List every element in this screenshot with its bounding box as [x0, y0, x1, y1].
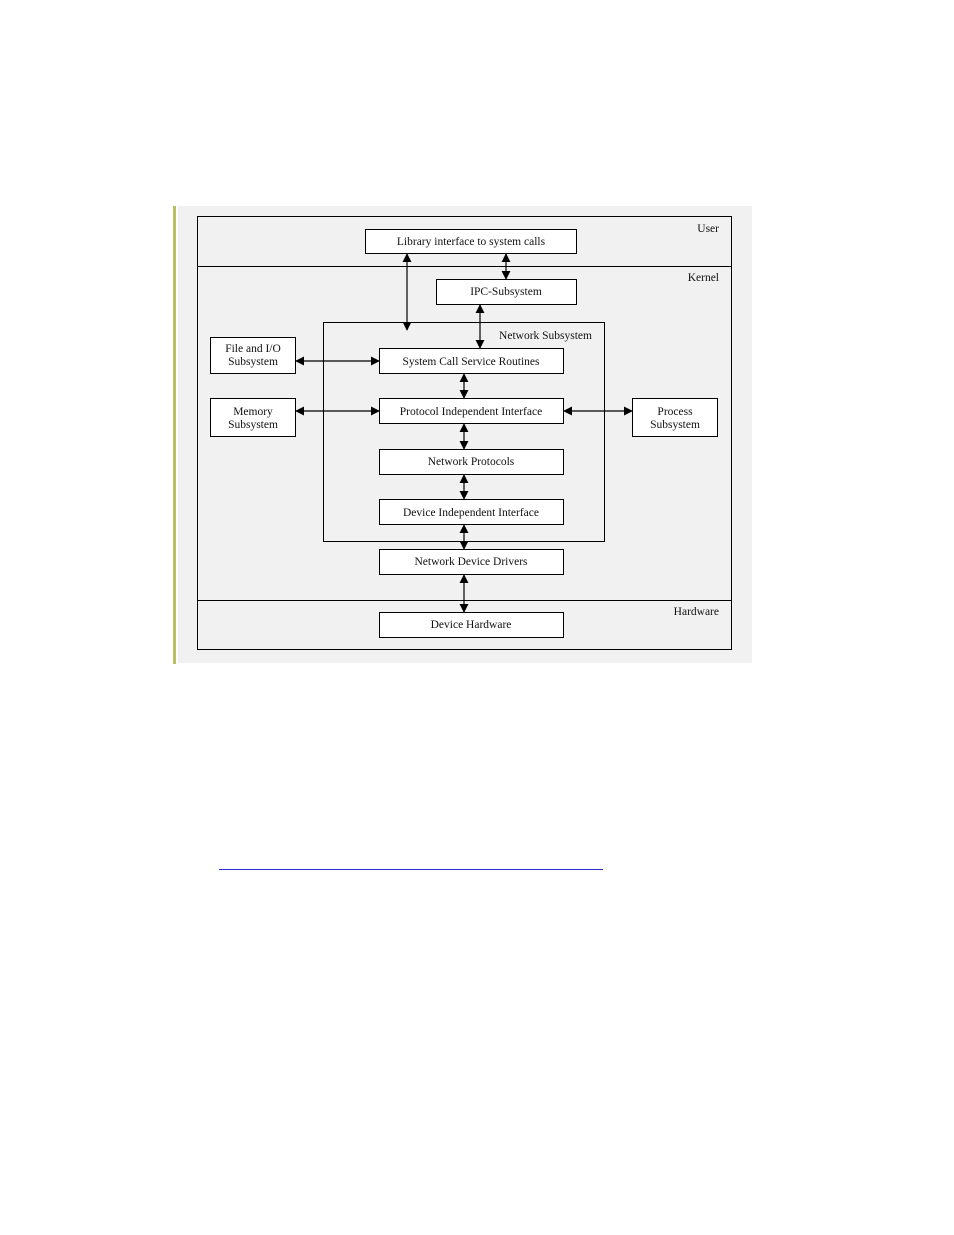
- device-hardware-label: Device Hardware: [431, 619, 512, 631]
- memory-label-line1: Memory: [233, 406, 273, 418]
- zone-label-user: User: [697, 223, 719, 235]
- memory-subsystem-box: Memory Subsystem: [211, 399, 296, 437]
- ipc-subsystem-label: IPC-Subsystem: [470, 286, 542, 298]
- library-interface-label: Library interface to system calls: [397, 236, 546, 248]
- network-device-drivers-box: Network Device Drivers: [380, 550, 564, 575]
- device-independent-interface-label: Device Independent Interface: [403, 507, 539, 519]
- memory-label-line2: Subsystem: [228, 419, 278, 431]
- network-subsystem-label: Network Subsystem: [499, 330, 592, 342]
- network-protocols-box: Network Protocols: [380, 450, 564, 475]
- process-label-line2: Subsystem: [650, 419, 700, 431]
- zone-label-hardware: Hardware: [674, 606, 719, 618]
- network-protocols-label: Network Protocols: [428, 456, 515, 468]
- zone-label-kernel: Kernel: [688, 272, 719, 284]
- system-call-routines-label: System Call Service Routines: [402, 356, 540, 368]
- protocol-independent-interface-label: Protocol Independent Interface: [400, 406, 542, 418]
- file-io-label-line1: File and I/O: [225, 343, 281, 355]
- device-hardware-box: Device Hardware: [380, 613, 564, 638]
- library-interface-box: Library interface to system calls: [366, 230, 577, 254]
- network-device-drivers-label: Network Device Drivers: [414, 556, 528, 568]
- file-io-label-line2: Subsystem: [228, 356, 278, 368]
- hyperlink-underline[interactable]: [219, 869, 603, 870]
- protocol-independent-interface-box: Protocol Independent Interface: [380, 399, 564, 424]
- ipc-subsystem-box: IPC-Subsystem: [437, 280, 577, 305]
- system-call-routines-box: System Call Service Routines: [380, 349, 564, 374]
- process-subsystem-box: Process Subsystem: [633, 399, 718, 437]
- file-io-subsystem-box: File and I/O Subsystem: [211, 338, 296, 374]
- process-label-line1: Process: [657, 406, 693, 418]
- device-independent-interface-box: Device Independent Interface: [380, 500, 564, 525]
